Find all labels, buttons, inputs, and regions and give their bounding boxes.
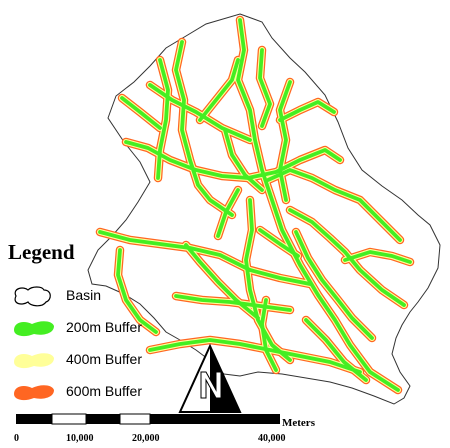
buffer-200m-path [260,298,278,372]
buffer-200m-path [266,168,402,242]
scale-unit: Meters [282,417,315,429]
buffer-200m-path [343,250,412,264]
scale-tick-0: 0 [14,433,19,444]
buffer-200m-path [184,243,260,320]
buffer-200m-path [174,40,234,217]
buffer-200m-path [174,294,292,312]
legend-item-basin: Basin [10,284,210,308]
legend-label-basin: Basin [66,287,102,303]
legend-label-400m: 400m Buffer [66,351,143,367]
buffer-600m-swatch-icon [14,385,54,401]
buffer-200m-path [98,230,312,286]
scale-segment [150,414,280,424]
scale-segment [86,414,120,424]
legend-label-600m: 600m Buffer [66,383,143,399]
basin-outline [87,13,441,405]
buffer-200m-path [294,230,374,340]
north-arrow-icon [178,343,242,413]
buffer-200m-path [244,198,292,362]
scale-segment [16,414,52,424]
buffer-200m-path [120,96,162,130]
buffer-200m-path [288,208,406,307]
scale-bar [16,413,280,425]
scale-segment [119,413,151,425]
buffer-200m-path [258,48,272,128]
buffer-200m-swatch-icon [14,321,54,337]
legend-item-400m: 400m Buffer [10,348,210,372]
buffer-200m-path [223,128,264,192]
scale-tick-10000: 10,000 [66,433,94,444]
legend-title: Legend [8,240,75,264]
buffer-200m-path [148,83,252,142]
buffer-200m-path [198,58,240,122]
buffer-200m-path [236,18,400,392]
buffer-200m-path [278,80,292,202]
buffer-200m-path [156,58,170,180]
legend-item-200m: 200m Buffer [10,316,210,340]
buffer-200m-path [148,338,362,374]
scale-tick-20000: 20,000 [132,433,160,444]
scale-tick-40000: 40,000 [258,433,286,444]
scale-segment [51,413,87,425]
legend-label-200m: 200m Buffer [66,319,143,335]
buffer-400m-swatch-icon [14,353,54,369]
basin-swatch-icon [14,286,51,307]
buffer-network [95,15,415,395]
buffer-200m-path [116,248,158,334]
buffer-200m-path [258,228,300,258]
buffer-200m-layer [98,18,412,392]
buffer-200m-path [216,188,240,238]
legend-item-600m: 600m Buffer [10,380,210,404]
buffer-200m-path [278,100,336,122]
buffer-200m-path [304,318,368,382]
buffer-200m-path [124,140,342,180]
